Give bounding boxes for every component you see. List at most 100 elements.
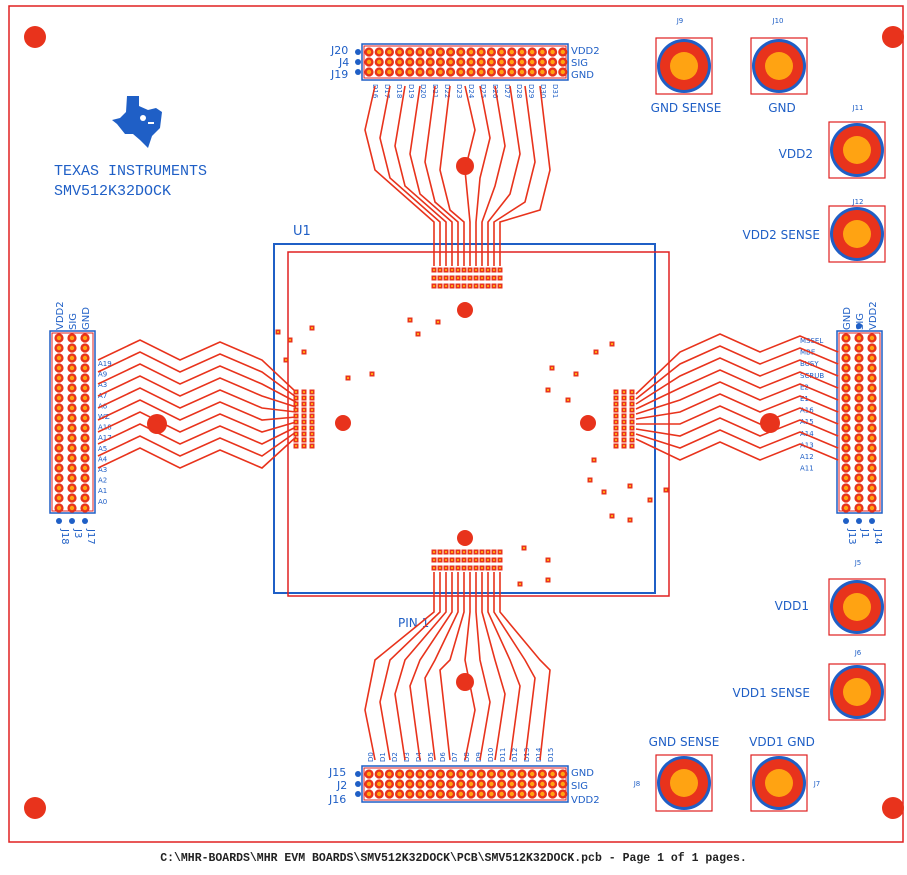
ref-dot bbox=[82, 518, 88, 524]
socket-pad-center bbox=[311, 327, 313, 329]
header-pad-center bbox=[377, 59, 382, 65]
socket-pad-center bbox=[475, 277, 477, 279]
socket-pad-center bbox=[469, 285, 471, 287]
signal-label: D16 bbox=[371, 84, 379, 99]
socket-pad-center bbox=[311, 397, 313, 399]
header-pad-center bbox=[560, 59, 565, 65]
header-pad-center bbox=[397, 69, 402, 75]
header-pad-center bbox=[499, 49, 504, 55]
bottom-header: J15 J2 J16 GND SIG VDD2 bbox=[328, 765, 600, 806]
jack-center bbox=[670, 769, 698, 797]
header-pad-center bbox=[448, 781, 453, 787]
header-pad-center bbox=[82, 485, 88, 491]
header-pad-center bbox=[869, 335, 875, 341]
signal-label: D3 bbox=[403, 752, 411, 762]
copper-trace bbox=[635, 438, 839, 461]
copper-trace bbox=[424, 85, 459, 266]
header-pad-center bbox=[438, 49, 443, 55]
header-pad-center bbox=[438, 791, 443, 797]
header-pad-center bbox=[82, 405, 88, 411]
signal-label: A2 bbox=[98, 477, 107, 485]
copper-trace bbox=[475, 572, 491, 761]
socket-pad-center bbox=[499, 551, 501, 553]
socket-pad-center bbox=[547, 559, 549, 561]
header-pad-center bbox=[458, 781, 463, 787]
socket-pad-center bbox=[311, 409, 313, 411]
header-pad-center bbox=[438, 69, 443, 75]
copper-trace bbox=[409, 572, 453, 761]
jack-label: VDD1 SENSE bbox=[732, 686, 810, 700]
header-pad-center bbox=[856, 375, 862, 381]
socket-pad-center bbox=[615, 421, 617, 423]
copper-trace bbox=[409, 85, 453, 266]
socket-pad-center bbox=[295, 415, 297, 417]
jack-label: GND SENSE bbox=[649, 735, 720, 749]
header-pad-center bbox=[843, 365, 849, 371]
u1-label: U1 bbox=[293, 224, 311, 239]
header-left-rail-1: VDD2 bbox=[55, 301, 66, 330]
header-pad-center bbox=[69, 505, 75, 511]
header-pad-center bbox=[366, 49, 372, 55]
header-pad-center bbox=[417, 69, 423, 75]
header-pad-center bbox=[56, 405, 62, 411]
ref-dot bbox=[856, 518, 862, 524]
header-pad-center bbox=[69, 485, 75, 491]
socket-pad-center bbox=[451, 567, 453, 569]
jack-ref: J9 bbox=[676, 17, 684, 25]
socket-pad-center bbox=[631, 433, 633, 435]
socket-pad-center bbox=[285, 359, 287, 361]
jack-outline bbox=[655, 754, 713, 812]
file-path-footer: C:\MHR-BOARDS\MHR EVM BOARDS\SMV512K32DO… bbox=[160, 852, 747, 865]
alignment-hole bbox=[456, 157, 474, 175]
header-pad-center bbox=[438, 781, 443, 787]
socket-pad-center bbox=[295, 403, 297, 405]
socket-pad-center bbox=[295, 439, 297, 441]
header-pad-center bbox=[856, 395, 862, 401]
signal-label: D23 bbox=[455, 84, 463, 98]
signal-label: E1 bbox=[800, 395, 809, 403]
jack-label: VDD1 GND bbox=[749, 735, 815, 749]
signal-label: D14 bbox=[535, 747, 543, 762]
copper-trace bbox=[97, 363, 297, 403]
header-pad-center bbox=[56, 445, 62, 451]
header-pad-center bbox=[448, 59, 453, 65]
socket-pad-center bbox=[615, 445, 617, 447]
header-pad-center bbox=[530, 69, 535, 75]
header-pad-center bbox=[69, 495, 75, 501]
header-pad-center bbox=[519, 69, 525, 75]
socket-pad-center bbox=[457, 285, 459, 287]
jack-ref: J5 bbox=[854, 559, 862, 567]
header-pad-center bbox=[82, 335, 88, 341]
header-pad-center bbox=[56, 395, 62, 401]
socket-pad-center bbox=[417, 333, 419, 335]
ref-dot bbox=[355, 49, 361, 55]
copper-trace bbox=[635, 369, 839, 410]
header-pad-center bbox=[82, 475, 88, 481]
socket-pad-center bbox=[487, 551, 489, 553]
ref-dot bbox=[355, 771, 361, 777]
header-left-rail-2: SIG bbox=[68, 313, 79, 330]
header-pad-center bbox=[856, 505, 862, 511]
header-pad-center bbox=[489, 781, 494, 787]
copper-trace bbox=[439, 85, 465, 266]
header-pad-center bbox=[530, 49, 535, 55]
jack-center bbox=[843, 136, 871, 164]
header-pad-center bbox=[869, 495, 875, 501]
socket-pad-center bbox=[623, 421, 625, 423]
socket-pad-center bbox=[295, 445, 297, 447]
header-pad-center bbox=[458, 771, 463, 777]
header-pad-center bbox=[366, 791, 372, 797]
header-pad-center bbox=[479, 791, 484, 797]
copper-trace bbox=[635, 345, 839, 400]
socket-pad-center bbox=[493, 567, 495, 569]
header-pad-center bbox=[82, 395, 88, 401]
signal-label: A7 bbox=[98, 392, 107, 400]
header-pad-center bbox=[56, 435, 62, 441]
header-bottom-ref-3: J16 bbox=[328, 793, 346, 806]
header-pad-center bbox=[407, 781, 412, 787]
header-pad-center bbox=[69, 475, 75, 481]
header-pad-center bbox=[489, 59, 494, 65]
header-pad-center bbox=[69, 375, 75, 381]
signal-label: A13 bbox=[800, 441, 814, 449]
header-pad-center bbox=[69, 395, 75, 401]
